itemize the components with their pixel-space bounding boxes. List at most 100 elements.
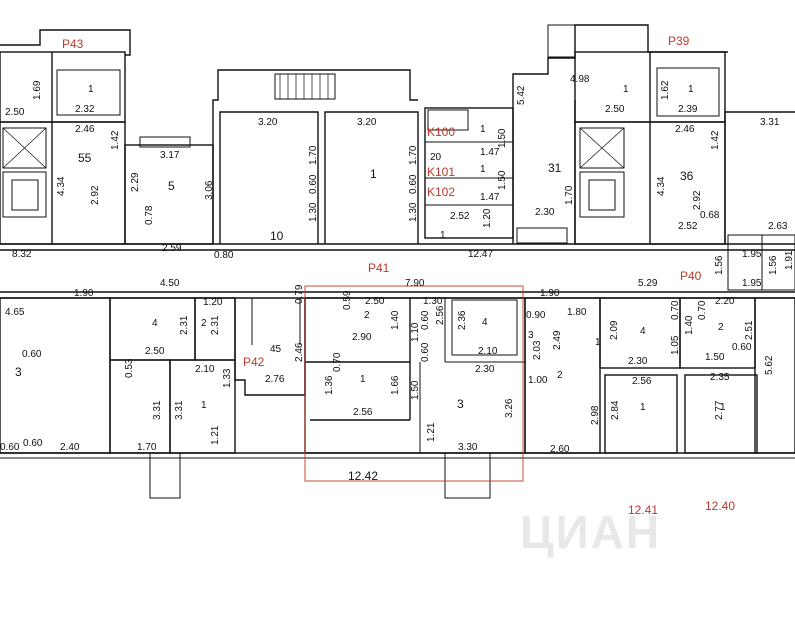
dim-label: 0.60 [23,438,43,449]
room-number: 1 [480,164,486,175]
room-number: 2 [557,370,563,381]
dim-label: 1.66 [390,375,401,395]
dim-label: 2.52 [678,221,698,232]
dim-label: 0.70 [670,300,681,320]
dim-label: 1.30 [308,202,319,222]
dim-label: 3.20 [258,117,278,128]
dim-label: 1.62 [660,80,671,100]
room-number: 36 [680,169,694,183]
room-number: 1 [480,124,486,135]
dim-label: 5.62 [764,355,775,375]
dim-label: 2.76 [265,374,285,385]
dim-label: 4.34 [56,176,67,196]
dim-label: 5.42 [516,85,527,105]
dim-label: 0.60 [732,342,752,353]
dim-label: 1.47 [480,147,500,158]
room-number: 1 [623,84,629,95]
flat-label-k100: K100 [427,125,455,139]
room-number: 1 [640,402,646,413]
room-number: 3 [15,365,22,379]
room-number: 3 [457,397,464,411]
flat-label-p41: P41 [368,261,390,275]
dim-label: 1.47 [480,192,500,203]
room-number: 1 [688,84,694,95]
flat-label-p42: P42 [243,355,265,369]
dim-label: 3.17 [160,150,180,161]
dim-label: 3.31 [174,400,185,420]
dim-label: 1.42 [110,130,121,150]
dim-label: 3.31 [152,400,163,420]
dim-label: 0.60 [22,349,42,360]
dim-label: 1.50 [497,128,508,148]
dim-label: 3.26 [504,398,515,418]
dim-label: 8.32 [12,249,32,260]
dim-label: 2.50 [5,107,25,118]
dim-label: 1.50 [410,380,421,400]
dim-label: 0.68 [700,210,720,221]
dim-label: 1.05 [670,335,681,355]
area-label-1240: 12.40 [705,499,735,513]
dim-label: 2.98 [590,405,601,425]
dim-label: 2.92 [90,185,101,205]
room-number: 55 [78,151,92,165]
room-number: 4 [482,317,488,328]
room-number: 1 [440,230,446,241]
room-number: 1 [201,400,207,411]
dim-label: 2.46 [294,342,305,362]
dim-label: 1.21 [210,425,221,445]
dim-label: 0.53 [124,358,135,378]
dim-label: 1.00 [528,375,548,386]
dim-label: 12.47 [468,249,493,260]
room-number: 1 [88,84,94,95]
dim-label: 0.70 [332,352,343,372]
dim-label: 2.63 [768,221,788,232]
dim-label: 0.79 [294,284,305,304]
dim-label: 2.49 [552,330,563,350]
flat-label-k101: K101 [427,165,455,179]
dim-label: 0.60 [0,442,20,453]
dim-label: 0.60 [420,342,431,362]
top-walls [0,24,795,291]
room-number: 10 [270,229,284,243]
dim-label: 2.03 [532,340,543,360]
dim-label: 1.50 [497,170,508,190]
dim-label: 3.30 [458,442,478,453]
dim-label: 1.20 [203,297,223,308]
area-label-1241: 12.41 [628,503,658,517]
dim-label: 2.56 [632,376,652,387]
dim-label: 1.90 [74,288,94,299]
dim-label: 2.59 [162,243,182,254]
room-number: 4 [152,318,158,329]
dim-label: 2.09 [609,320,620,340]
dim-label: 0.60 [420,310,431,330]
dim-label: 0.80 [214,250,234,261]
room-number: 4 [640,326,646,337]
dim-label: 7.90 [405,278,425,289]
dim-label: 1.42 [710,130,721,150]
dim-label: 1.95 [742,278,762,289]
dim-label: 2.56 [353,407,373,418]
dim-label: 1.36 [324,375,335,395]
dim-label: 2.50 [605,104,625,115]
dim-label: 1.95 [742,249,762,260]
dim-label: 2.10 [478,346,498,357]
dim-label: 12.42 [348,469,378,483]
dim-label: 2.90 [352,332,372,343]
dim-label: 3.06 [204,180,215,200]
dim-label: 0.78 [144,205,155,225]
room-number: 45 [270,344,282,355]
dim-label: 2.20 [715,296,735,307]
dim-label: 0.60 [408,174,419,194]
flat-label-p40: P40 [680,269,702,283]
room-number: 2 [718,322,724,333]
dim-label: 5.29 [638,278,658,289]
dim-label: 1.70 [137,442,157,453]
dim-label: 1.91 [784,250,795,270]
dim-label: 2.36 [457,310,468,330]
highlighted-flat-outline [304,285,524,482]
dim-label: 2.35 [710,372,730,383]
dim-label: 2.30 [475,364,495,375]
room-number: 1 [595,337,601,348]
dim-label: 2.52 [450,211,470,222]
flat-label-p43: P43 [62,37,84,51]
